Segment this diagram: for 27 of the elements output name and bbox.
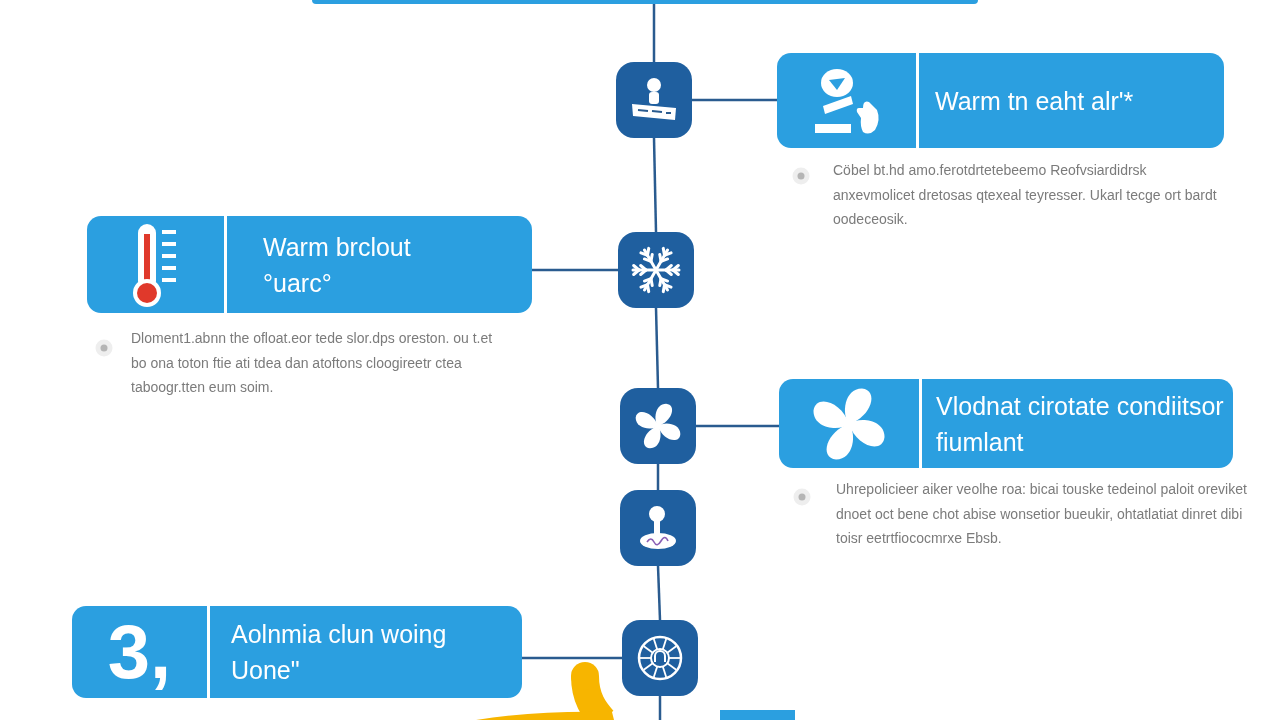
connector-line (522, 656, 622, 660)
step-card (72, 606, 522, 698)
icon-tile (616, 62, 692, 138)
icon-tile (620, 490, 696, 566)
connector-line (654, 307, 660, 389)
card-title: Warm tn eaht alr'* (935, 85, 1134, 117)
step-number: 3, (107, 612, 172, 692)
step-card (777, 53, 1224, 148)
icon-tile (618, 232, 694, 308)
connector-line (652, 4, 656, 62)
step-card (87, 216, 532, 313)
connector-line (656, 464, 660, 490)
connector-line (696, 424, 779, 428)
icon-tile (622, 620, 698, 696)
connector-line (656, 565, 662, 621)
connector-line (652, 137, 658, 233)
card-title: Aolnmia clun woing Uone" (231, 619, 448, 686)
card-title: Warm brclout °uarc° (263, 231, 412, 299)
description-text: Dloment1.abnn the ofloat.eor tede slor.dps oreston. ou t.et bo ona toton ftie ati tdea dan atoftons cloogireetr ctea taboogr.tten eum soim. (131, 329, 494, 397)
card-title: Vlodnat cirotate condiitsor fiumlant (936, 390, 1225, 458)
connector-line (658, 696, 662, 720)
description-text: Cöbel bt.hd amo.ferotdrtetebeemo Reofvsiardidrsk anxevmolicet dretosas qtexeal teyresser. Ukarl tecge ort bardt oodeceosik. (833, 161, 1218, 229)
description-text: Uhrepolicieer aiker veolhe roa: bicai touske tedeinol paloit oreviket dnoet oct bene chot abise wonsetior bueukir, ohtatlatiat dinret dibi toisr eetrtfiococmrxe Ebsb. (836, 480, 1248, 548)
icon-tile (620, 388, 696, 464)
connector-line (692, 98, 777, 102)
step-card (779, 379, 1233, 468)
connector-line (532, 268, 618, 272)
